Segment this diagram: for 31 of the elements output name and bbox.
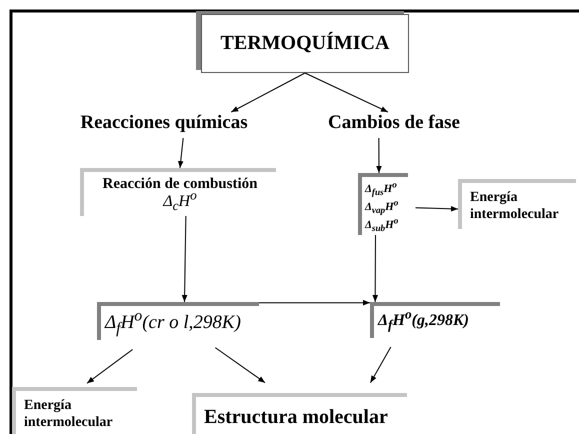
arrow [415,206,458,212]
concept-text: Δ$_{sub}$H$^{o}$ [365,216,398,234]
arrow [376,138,382,174]
concept-text: Reacción de combustión [102,176,258,193]
concept-text: Δ$_{fus}$H$^{o}$ [365,180,397,198]
heading-text: Cambios de fase [328,112,460,134]
concept-card [458,179,576,229]
concept-text: Energía intermolecular [470,189,560,223]
concept-text: Energía intermolecular [24,397,114,431]
concept-card [358,173,408,235]
concept-card [12,387,137,434]
arrow [258,300,370,306]
arrow [178,138,184,168]
concept-text: Estructura molecular [204,406,388,429]
concept-text: Δ$_{c}$H$^{o}$ [163,193,197,211]
arrow [230,72,306,112]
title-text: TERMOQUÍMICA [220,32,390,55]
arrow [86,349,134,384]
arrow [214,347,266,384]
arrow [182,216,188,302]
concept-card [97,302,259,340]
arrow [372,234,378,302]
arrow [304,72,388,112]
heading-text: Reacciones químicas [80,112,248,134]
arrow [370,346,392,384]
concept-card [192,393,407,434]
concept-text: Δ$_{f}$H$^{o}$(g,298K) [378,312,469,330]
concept-text: Δ$_{f}$H$^{o}$(cr o l,298K) [105,312,241,334]
concept-card [370,302,500,338]
concept-text: Δ$_{vap}$H$^{o}$ [365,198,398,216]
concept-card [80,168,276,216]
